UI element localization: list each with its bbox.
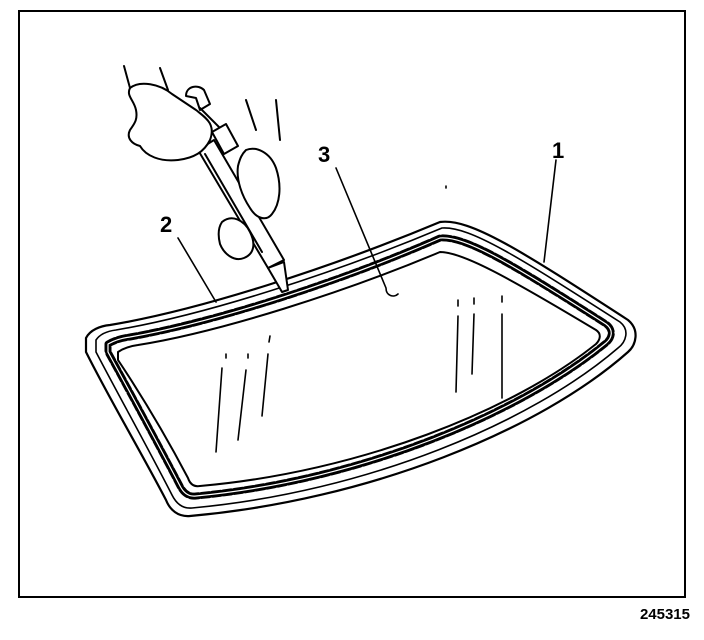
windshield-outer-edge <box>84 220 637 518</box>
urethane-bead-band-edge <box>107 237 612 497</box>
glass-reflection-marks <box>215 185 503 453</box>
leader-line-1 <box>543 159 557 263</box>
figure-number: 245315 <box>639 606 690 623</box>
callout-1: 1 <box>552 138 564 163</box>
gloved-hand-upper <box>123 65 213 162</box>
callout-2: 2 <box>160 212 172 237</box>
callout-3: 3 <box>318 142 330 167</box>
glass-inner-edge <box>117 251 601 488</box>
gloved-hand-lower <box>217 99 281 260</box>
windshield-outer-edge-inner-line <box>95 227 627 509</box>
leader-line-2 <box>177 237 217 303</box>
leader-line-3 <box>335 167 399 297</box>
